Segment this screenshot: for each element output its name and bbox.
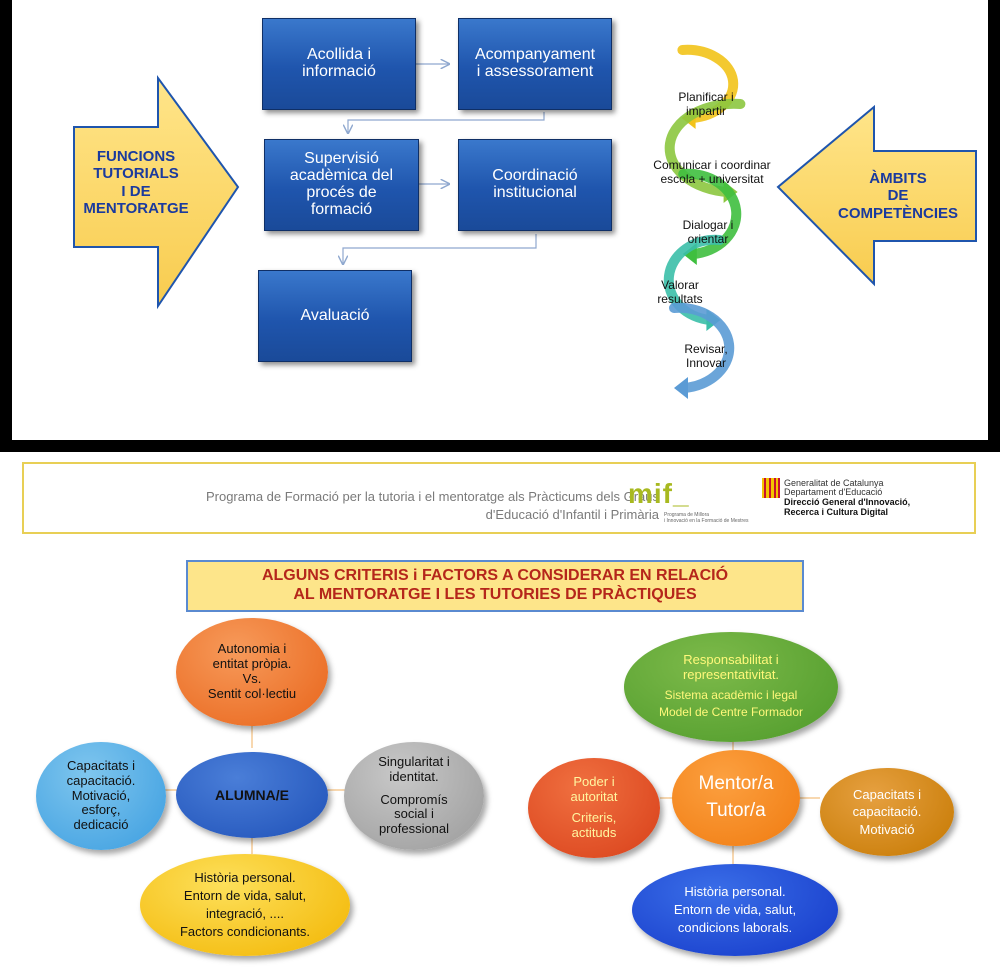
gen-line4: Recerca i Cultura Digital [784, 507, 889, 517]
ellipse-capacitats-right: Capacitats i capacitació. Motivació [820, 768, 954, 856]
ellipse-historia-left-text: Història personal. Entorn de vida, salut… [179, 869, 311, 940]
generalitat-flag-icon [762, 478, 780, 498]
box-acompanyament: Acompanyament i assessorament [458, 18, 612, 110]
box-acollida-label: Acollida i informació [302, 46, 376, 80]
cycle-loop-5 [669, 302, 735, 393]
mentor-label: Mentor/a Tutor/a [698, 773, 774, 821]
cycle-step-2: Comunicar i coordinar escola + universit… [653, 158, 771, 187]
left-block-arrow [73, 74, 240, 310]
alumna-label: ALUMNA/E [215, 786, 289, 803]
ellipse-capacitats-left-text: Capacitats i capacitació. Motivació, esf… [66, 757, 136, 833]
ellipse-historia-right: Història personal. Entorn de vida, salut… [632, 864, 838, 956]
top-diagram-graphics [73, 44, 977, 399]
ellipse-responsabilitat: Responsabilitat i representativitat. Sis… [624, 632, 838, 742]
cycle-step-1: Planificar i impartir [678, 90, 734, 119]
ellipse-poder: Poder i autoritat Criteris, actituds [528, 758, 660, 858]
box-avaluacio-label: Avaluació [300, 306, 370, 324]
ellipse-autonomia-text: Autonomia i entitat pròpia. Vs. Sentit c… [207, 641, 297, 701]
cycle-loops [663, 44, 746, 399]
cycle-step-5: Revisar, Innovar [684, 342, 728, 371]
cycle-arrowhead-5 [674, 377, 688, 399]
ellipse-mentor-center: Mentor/a Tutor/a [672, 750, 800, 846]
gen-line3: Direcció General d'Innovació, [784, 497, 911, 507]
cycle-loop-1 [677, 44, 739, 123]
right-arrow-label: ÀMBITS DE COMPETÈNCIES [837, 170, 958, 222]
cycle-step-3: Dialogar i orientar [682, 218, 734, 247]
ellipse-poder-text-a: Poder i autoritat [570, 774, 618, 805]
box-coordinacio-label: Coordinació institucional [492, 167, 578, 201]
mif-logo: mif_ [628, 478, 690, 509]
gen-line1: Generalitat de Catalunya [784, 478, 884, 488]
cycle-loop-3 [678, 168, 742, 259]
ellipse-singularitat-text-b: Compromís social i professional [378, 791, 450, 837]
box-supervisio-label: Supervisió acadèmica del procés de forma… [289, 150, 394, 218]
ellipse-capacitats-left: Capacitats i capacitació. Motivació, esf… [36, 742, 166, 850]
connector-coordinacio-avaluacio [343, 234, 537, 264]
box-acollida: Acollida i informació [262, 18, 416, 110]
cycle-loop-4 [663, 234, 725, 325]
diagram-title: ALGUNS CRITERIS i FACTORS A CONSIDERAR E… [186, 560, 804, 612]
ellipse-responsabilitat-text-b: Sistema acadèmic i legal Model de Centre… [658, 687, 804, 719]
cycle-step-4: Valorar resultats [657, 278, 703, 307]
program-header: Programa de Formació per la tutoria i el… [22, 462, 976, 534]
ellipse-autonomia: Autonomia i entitat pròpia. Vs. Sentit c… [176, 618, 328, 726]
ellipse-singularitat-text-a: Singularitat i identitat. [378, 753, 450, 784]
mif-subtitle: Programa de Millora i Innovació en la Fo… [664, 512, 749, 524]
ellipse-singularitat: Singularitat i identitat. Compromís soci… [344, 742, 484, 850]
ellipse-historia-right-text: Història personal. Entorn de vida, salut… [673, 883, 797, 936]
box-supervisio: Supervisió acadèmica del procés de forma… [264, 139, 419, 231]
left-arrow-label: FUNCIONS TUTORIALS I DE MENTORATGE [83, 148, 189, 217]
bottom-panel: Programa de Formació per la tutoria i el… [0, 452, 1000, 980]
ellipse-alumna-center: ALUMNA/E [176, 752, 328, 838]
ellipse-responsabilitat-text-a: Responsabilitat i representativitat. [682, 651, 780, 682]
connector-acompanyament-supervisio [348, 112, 545, 133]
gen-line2: Departament d'Educació [784, 487, 883, 497]
top-panel: FUNCIONS TUTORIALS I DE MENTORATGE ÀMBIT… [12, 0, 988, 440]
program-text: Programa de Formació per la tutoria i el… [205, 489, 659, 523]
box-avaluacio: Avaluació [258, 270, 412, 362]
right-block-arrow [776, 104, 977, 287]
ellipse-poder-text-b: Criteris, actituds [571, 810, 617, 840]
cycle-loop-2 [664, 98, 746, 197]
ellipse-capacitats-right-text: Capacitats i capacitació. Motivació [852, 786, 922, 837]
box-acompanyament-label: Acompanyament i assessorament [474, 46, 596, 80]
ellipse-historia-left: Història personal. Entorn de vida, salut… [140, 854, 350, 956]
box-coordinacio: Coordinació institucional [458, 139, 612, 231]
